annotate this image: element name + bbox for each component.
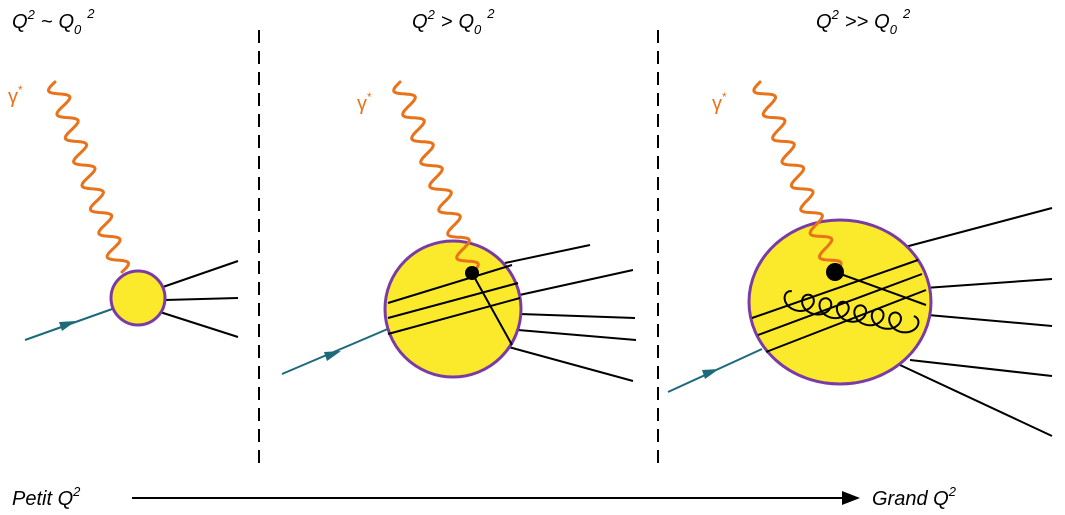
outgoing-jet-2c — [520, 314, 635, 318]
panel-1: γ* — [8, 82, 238, 340]
outgoing-jet-2e — [505, 346, 633, 381]
panel-1-title: Q2~Q02 — [12, 6, 95, 37]
outgoing-jet-1b — [165, 298, 238, 300]
incoming-quark-2 — [282, 328, 390, 374]
outgoing-jet-1c — [160, 312, 238, 337]
panel-3-title: Q2>>Q02 — [816, 6, 911, 37]
outgoing-jet-3c — [928, 315, 1052, 326]
vertex-dot-3 — [826, 263, 844, 281]
axis-left-label: Petit Q2 — [12, 484, 81, 510]
outgoing-jet-1a — [160, 261, 238, 288]
photon-label-2: γ* — [357, 90, 372, 115]
outgoing-jet-3b — [925, 279, 1052, 288]
panel-3: γ* — [668, 82, 1052, 436]
vertex-dot-2 — [465, 266, 479, 280]
outgoing-jet-2a — [505, 245, 590, 263]
quark-arrow-3 — [702, 369, 719, 379]
quark-arrow-2 — [324, 351, 341, 361]
photon-wave-1 — [49, 82, 129, 272]
photon-label-3: γ* — [712, 90, 727, 115]
resolution-axis-arrowhead — [842, 491, 860, 505]
photon-label-1: γ* — [8, 83, 23, 108]
panel-2: γ* — [282, 82, 636, 381]
outgoing-jet-3a — [905, 208, 1052, 247]
axis-right-label: Grand Q2 — [872, 484, 957, 510]
outgoing-jet-3e — [900, 365, 1052, 436]
outgoing-jet-2b — [515, 270, 633, 296]
proton-blob-1 — [111, 271, 165, 325]
outgoing-jet-2d — [518, 330, 636, 340]
quark-arrow-1 — [59, 321, 76, 331]
panel-2-title: Q2>Q02 — [412, 6, 495, 37]
proton-blob-2 — [385, 241, 521, 377]
outgoing-jet-3d — [910, 360, 1052, 376]
